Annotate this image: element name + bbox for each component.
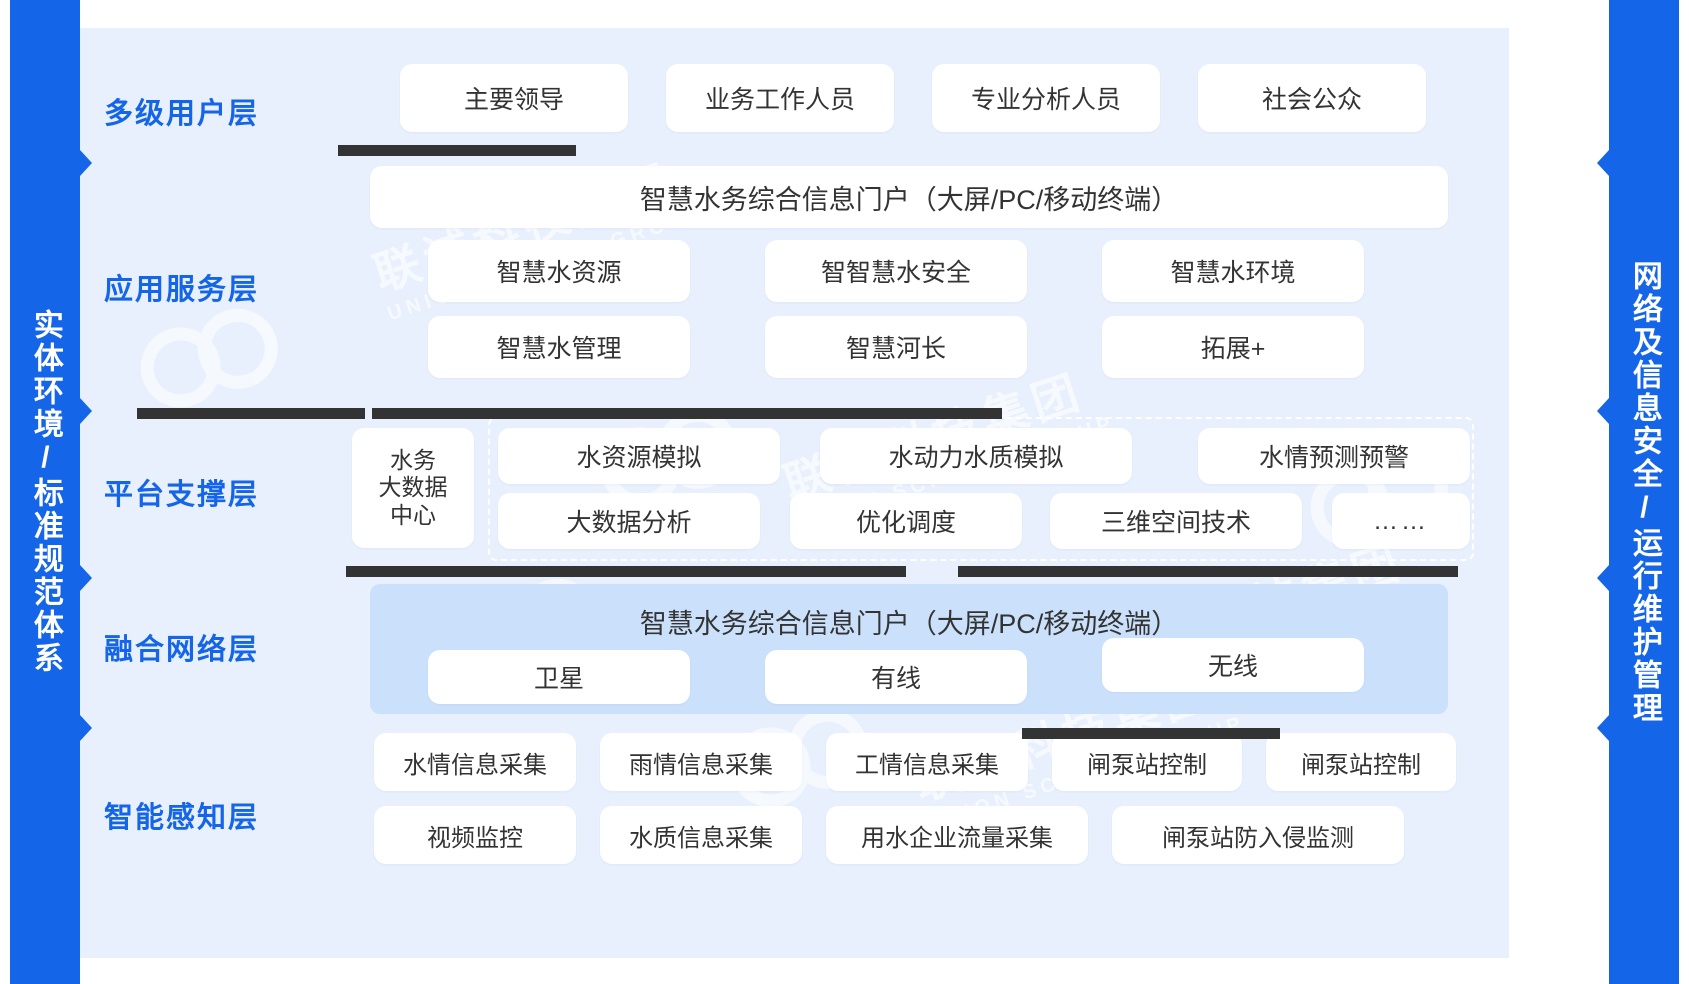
chip-sensing-0[interactable]: 水情信息采集 (374, 733, 576, 791)
rail-notch-icon (80, 150, 92, 176)
layer-label-user: 多级用户层 (104, 98, 260, 130)
chip-application-1[interactable]: 智智慧水安全 (765, 240, 1027, 302)
connector-bar-platform-left (137, 408, 365, 419)
chip-sensing-3[interactable]: 闸泵站控制 (1052, 733, 1242, 791)
left-rail: 实体环境/标准规范体系 (10, 0, 92, 984)
rail-notch-icon (1597, 150, 1609, 176)
layer-label-sensing: 智能感知层 (104, 802, 260, 834)
chip-application-2[interactable]: 智慧水环境 (1102, 240, 1364, 302)
rail-notch-icon (1597, 565, 1609, 591)
rail-notch-icon (80, 715, 92, 741)
chip-sensing-2[interactable]: 工情信息采集 (826, 733, 1028, 791)
chip-application-3[interactable]: 智慧水管理 (428, 316, 690, 378)
chip-platform-0[interactable]: 水资源模拟 (498, 428, 780, 484)
chip-user-0[interactable]: 主要领导 (400, 64, 628, 132)
chip-network-1[interactable]: 有线 (765, 650, 1027, 704)
chip-platform-4[interactable]: 优化调度 (790, 493, 1022, 549)
chip-network-0[interactable]: 卫星 (428, 650, 690, 704)
chip-sensing-1[interactable]: 雨情信息采集 (600, 733, 802, 791)
chip-application-4[interactable]: 智慧河长 (765, 316, 1027, 378)
rail-notch-icon (1597, 715, 1609, 741)
layer-label-application: 应用服务层 (104, 274, 260, 306)
datacenter-line-1: 大数据 (378, 474, 448, 501)
layer-label-network: 融合网络层 (104, 634, 260, 666)
connector-bar-platform-main (372, 408, 1002, 419)
chip-platform-6[interactable]: …… (1332, 493, 1470, 549)
right-rail: 网络及信息安全/运行维护管理 (1597, 0, 1679, 984)
chip-platform-3[interactable]: 大数据分析 (498, 493, 760, 549)
diagram-board: 联诚科技集团 UNION SCIENCE GROUP 联诚科技集团 UNION … (80, 28, 1509, 958)
connector-bar-sensing (1022, 728, 1280, 739)
datacenter-line-0: 水务 (390, 447, 436, 474)
rail-notch-icon (80, 398, 92, 424)
chip-sensing-4[interactable]: 闸泵站控制 (1266, 733, 1456, 791)
chip-sensing-7[interactable]: 用水企业流量采集 (826, 806, 1088, 864)
chip-platform-1[interactable]: 水动力水质模拟 (820, 428, 1132, 484)
chip-sensing-8[interactable]: 闸泵站防入侵监测 (1112, 806, 1404, 864)
chip-sensing-5[interactable]: 视频监控 (374, 806, 576, 864)
chip-application-0[interactable]: 智慧水资源 (428, 240, 690, 302)
chip-application-5[interactable]: 拓展+ (1102, 316, 1364, 378)
chip-platform-datacenter[interactable]: 水务 大数据 中心 (352, 428, 474, 548)
connector-bar-user (338, 145, 576, 156)
chip-platform-5[interactable]: 三维空间技术 (1050, 493, 1302, 549)
left-rail-label: 实体环境/标准规范体系 (28, 309, 62, 675)
connector-bar-network-right (958, 566, 1458, 577)
chip-user-3[interactable]: 社会公众 (1198, 64, 1426, 132)
datacenter-line-2: 中心 (390, 501, 436, 528)
chip-sensing-6[interactable]: 水质信息采集 (600, 806, 802, 864)
connector-bar-network-left (346, 566, 906, 577)
chip-network-2[interactable]: 无线 (1102, 638, 1364, 692)
layer-label-platform: 平台支撑层 (104, 479, 260, 511)
network-portal-title: 智慧水务综合信息门户（大屏/PC/移动终端） (639, 609, 1179, 639)
chip-application-portal[interactable]: 智慧水务综合信息门户（大屏/PC/移动终端） (370, 166, 1448, 228)
network-panel: 智慧水务综合信息门户（大屏/PC/移动终端） 卫星 有线 无线 (370, 584, 1448, 714)
rail-notch-icon (80, 565, 92, 591)
chip-platform-2[interactable]: 水情预测预警 (1198, 428, 1470, 484)
watermark-logo-icon (130, 298, 289, 422)
chip-user-1[interactable]: 业务工作人员 (666, 64, 894, 132)
rail-notch-icon (1597, 398, 1609, 424)
chip-user-2[interactable]: 专业分析人员 (932, 64, 1160, 132)
right-rail-label: 网络及信息安全/运行维护管理 (1627, 259, 1661, 725)
